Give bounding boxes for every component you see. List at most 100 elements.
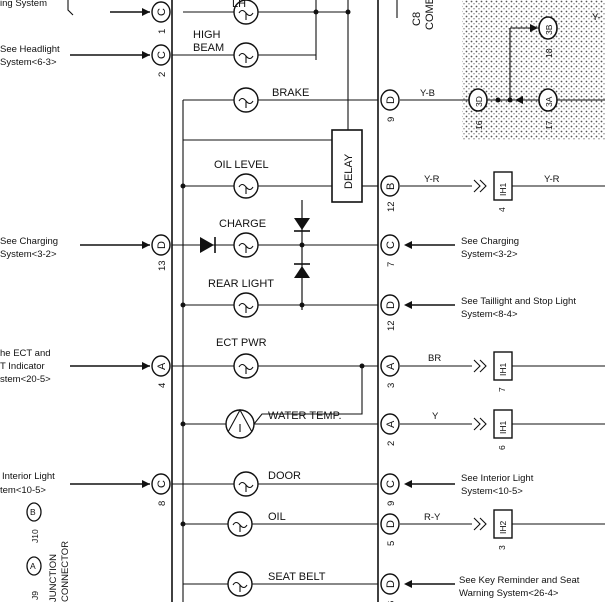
- left-connector-letter-0: C: [156, 8, 168, 16]
- left-connector-pin-2: 13: [157, 260, 168, 271]
- left-connector-letter-4: C: [156, 480, 168, 488]
- right-connector-pin-0: 9: [386, 117, 397, 122]
- left-connector-pin-3: 4: [157, 383, 168, 388]
- left-connector-pin-1: 2: [157, 72, 168, 77]
- ih-pin-0: 4: [497, 207, 507, 212]
- wire-y-top: Y-: [592, 12, 601, 23]
- ih-pin-1: 7: [497, 387, 507, 392]
- right-connector-pin-1: 12: [386, 201, 397, 212]
- ref-charging-right-2: System<3-2>: [461, 249, 518, 260]
- left-connector-letter-3: A: [156, 362, 168, 370]
- splice-pin-0: 18: [544, 48, 554, 58]
- right-connector-letter-7: D: [385, 520, 397, 528]
- ih-connector-0: IH1 4: [493, 171, 513, 212]
- right-connector-letter-6: C: [385, 480, 397, 488]
- ref-headlight-1: See Headlight: [0, 44, 60, 55]
- right-connector-pin-6: 9: [386, 501, 397, 506]
- splice-group: 3B 18 3D 16 3A 17: [468, 16, 558, 130]
- ih-label-2: IH1: [498, 421, 508, 435]
- right-connector-letter-0: D: [385, 96, 397, 104]
- ref-ect-1: he ECT and: [0, 348, 51, 359]
- wire-y-r-2: Y-R: [544, 174, 560, 185]
- ref-ect-2: T Indicator: [0, 361, 45, 372]
- comb-label: COMB: [424, 0, 436, 30]
- junction-a: A: [30, 561, 36, 571]
- ref-charging-left-1: See Charging: [0, 236, 58, 247]
- water-temp-label: WATER TEMP.: [268, 410, 342, 422]
- ref-lighting: ing System: [0, 0, 47, 9]
- right-connector-letter-2: C: [385, 241, 397, 249]
- right-connector-3: D12: [380, 294, 400, 331]
- wire-y: Y: [432, 411, 439, 422]
- ref-interior-right-1: See Interior Light: [461, 473, 534, 484]
- wire-y-r-1: Y-R: [424, 174, 440, 185]
- ref-seat-2: Warning System<26-4>: [459, 588, 559, 599]
- oil-level-label: OIL LEVEL: [214, 159, 269, 171]
- wire-y-b: Y-B: [420, 88, 435, 99]
- ih-pin-2: 6: [497, 445, 507, 450]
- ref-charging-right-1: See Charging: [461, 236, 519, 247]
- wire-r-y: R-Y: [424, 512, 441, 523]
- right-connector-letter-1: B: [385, 183, 397, 190]
- seat-belt-label: SEAT BELT: [268, 571, 326, 583]
- right-connector-7: D5: [380, 513, 400, 546]
- junction-b: B: [30, 507, 36, 517]
- splice-label-2: 3A: [544, 96, 554, 107]
- connector-group: C1C2D13A4C8D9B12C7D12A3A2C9D5D6: [151, 1, 400, 602]
- junction-j9: J9: [30, 591, 40, 600]
- ih-label-3: IH2: [498, 521, 508, 535]
- left-connector-0: C1: [151, 1, 171, 34]
- lh-label: LH: [232, 0, 246, 10]
- oil-label: OIL: [268, 511, 286, 523]
- left-connector-letter-1: C: [156, 51, 168, 59]
- right-connector-letter-8: D: [385, 580, 397, 588]
- left-connector-pin-0: 1: [157, 29, 168, 34]
- rear-light-label: REAR LIGHT: [208, 278, 274, 290]
- ref-taillight-2: System<8-4>: [461, 309, 518, 320]
- ref-charging-left-2: System<3-2>: [0, 249, 57, 260]
- right-connector-pin-8: 6: [386, 601, 397, 602]
- ih-connector-2: IH1 6: [493, 409, 513, 450]
- left-connector-pin-4: 8: [157, 501, 168, 506]
- charge-label: CHARGE: [219, 218, 266, 230]
- shaded-area: [462, 0, 605, 140]
- right-connector-letter-4: A: [385, 362, 397, 370]
- ref-ect-3: stem<20-5>: [0, 374, 51, 385]
- ref-taillight-1: See Taillight and Stop Light: [461, 296, 576, 307]
- high-beam-label-1: HIGH: [193, 29, 221, 41]
- ref-seat-1: See Key Reminder and Seat: [459, 575, 580, 586]
- splice-3A: 3A 17: [538, 88, 558, 130]
- right-connector-1: B 12: [380, 175, 400, 212]
- left-connector-4: C8: [151, 473, 171, 506]
- delay-label: DELAY: [343, 153, 355, 189]
- ih-label-1: IH1: [498, 363, 508, 377]
- splice-label-1: 3D: [474, 96, 484, 107]
- ref-interior-left-2: tem<10-5>: [0, 485, 46, 496]
- splice-pin-2: 17: [544, 120, 554, 130]
- ref-headlight-2: System<6-3>: [0, 57, 57, 68]
- wire-br: BR: [428, 353, 441, 364]
- splice-3D: 3D 16: [468, 88, 488, 130]
- left-connector-3: A4: [151, 355, 171, 388]
- splice-pin-1: 16: [474, 120, 484, 130]
- right-connector-0: D9: [380, 89, 400, 122]
- right-connector-4: A3: [380, 355, 400, 388]
- right-connector-8: D6: [380, 573, 400, 602]
- right-connector-pin-2: 7: [386, 262, 397, 267]
- right-connector-pin-3: 12: [386, 320, 397, 331]
- delay-relay-box: [331, 129, 363, 203]
- junction-title-2: CONNECTOR: [60, 541, 71, 602]
- right-connector-5: A2: [380, 413, 400, 446]
- junction-title-1: JUNCTION: [48, 554, 59, 602]
- splice-label-0: 3B: [544, 24, 554, 35]
- right-connector-pin-4: 3: [386, 383, 397, 388]
- ih-label-0: IH1: [498, 183, 508, 197]
- ref-interior-right-2: System<10-5>: [461, 486, 523, 497]
- left-connector-2: D13: [151, 234, 171, 271]
- right-connector-letter-5: A: [385, 420, 397, 428]
- ih-connector-1: IH1 7: [493, 351, 513, 392]
- ref-interior-left-1: Interior Light: [2, 471, 55, 482]
